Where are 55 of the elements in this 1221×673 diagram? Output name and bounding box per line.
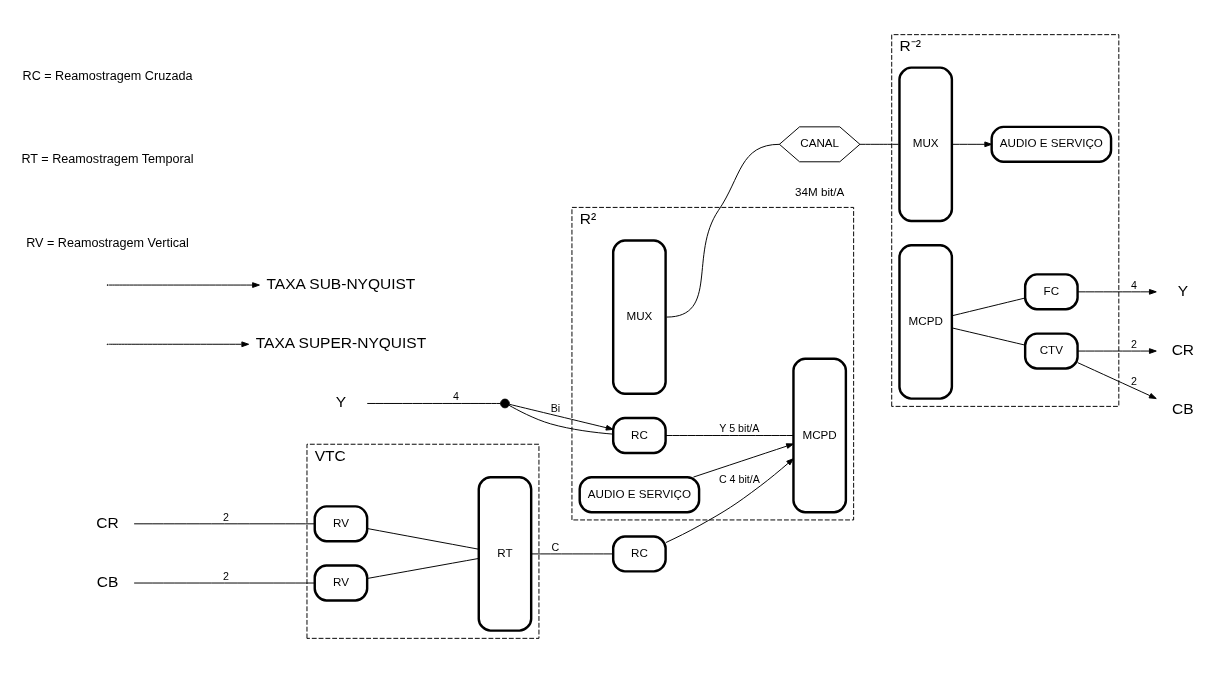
connector	[666, 143, 781, 318]
edge-label: 4	[452, 390, 459, 403]
node-text: Y	[1177, 281, 1189, 299]
edge-label: Bi	[550, 402, 561, 415]
connector	[859, 143, 899, 145]
connector	[133, 523, 316, 525]
node-box: AUDIO E SERVIÇO	[990, 125, 1113, 163]
connector	[951, 297, 1026, 317]
node-box: AUDIO E SERVIÇO	[578, 476, 701, 514]
label: RV = Reamostragem Vertical	[26, 235, 189, 250]
node-text: CB	[96, 572, 119, 590]
node-box: FC	[1023, 273, 1079, 311]
node-box: RT	[477, 476, 533, 632]
arrow	[951, 141, 993, 148]
arrow	[1077, 289, 1157, 295]
connector	[133, 582, 316, 584]
arrow	[1077, 362, 1157, 400]
connector	[366, 403, 501, 404]
node-box: RV	[313, 505, 369, 543]
node-circle	[500, 398, 510, 409]
node-box: MUX	[898, 66, 954, 223]
connector	[366, 558, 480, 579]
node-text: TAXA SUPER-NYQUIST	[255, 333, 427, 351]
node-label: 34M bit/A	[795, 184, 845, 198]
edge-label: Y 5 bit/A	[719, 422, 760, 435]
arrow	[665, 458, 794, 544]
connector	[531, 553, 614, 555]
node-box: RC	[611, 535, 667, 573]
node-text: Y	[335, 393, 347, 411]
connector	[366, 528, 480, 550]
edge-label: 2	[222, 569, 229, 582]
node-text: CR	[96, 513, 119, 531]
node-box: RC	[611, 416, 667, 455]
node-text: CB	[1172, 399, 1194, 417]
node-box: MCPD	[792, 357, 848, 514]
node-box: MUX	[611, 239, 667, 395]
arrow	[692, 443, 794, 478]
edge-label: 2	[1130, 374, 1137, 387]
edge-label: C	[551, 540, 560, 553]
label: RC = Reamostragem Cruzada	[22, 68, 193, 83]
edge-label: 4	[1130, 278, 1137, 291]
arrow	[108, 282, 260, 288]
edge-label: 2	[222, 510, 229, 523]
edge-label: 2	[1130, 337, 1137, 350]
arrow	[1077, 348, 1157, 354]
arrow	[108, 341, 250, 348]
node-text: CR	[1171, 340, 1195, 358]
node-box: CTV	[1023, 332, 1079, 370]
connector	[951, 327, 1026, 346]
node-box: RV	[313, 564, 369, 602]
label: RT = Reamostragem Temporal	[21, 152, 194, 167]
node-text: TAXA SUB-NYQUIST	[266, 274, 416, 292]
connector	[665, 435, 794, 436]
edge-label: C 4 bit/A	[718, 472, 760, 485]
node-box: MCPD	[898, 244, 954, 400]
